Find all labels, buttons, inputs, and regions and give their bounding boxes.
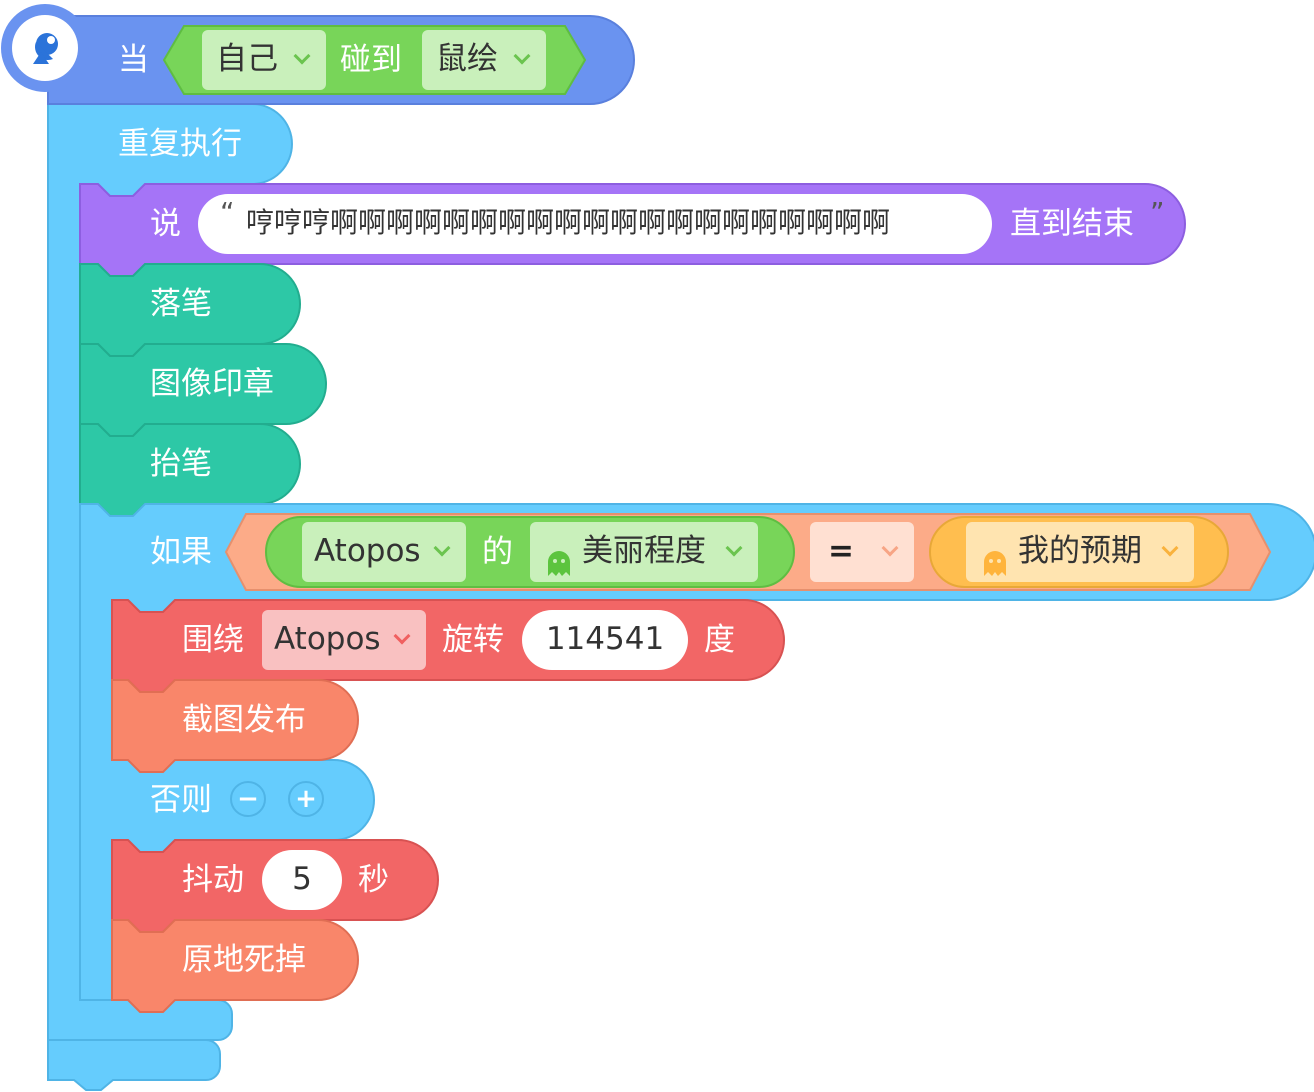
rotate-prefix-label: 围绕 [182,622,244,658]
variable-dropdown[interactable]: 我的预期 [966,522,1194,582]
shake-label: 抖动 [182,862,244,898]
shake-seconds-input[interactable]: 5 [262,850,342,910]
rotate-degrees-input[interactable]: 114541 [522,610,688,670]
minus-icon: − [237,784,259,814]
when-label: 当 [118,42,149,78]
chevron-down-icon [433,539,451,557]
of-label: 的 [482,534,513,570]
rotate-suffix-label: 度 [704,622,735,658]
repeat-block-bottom [47,1039,221,1091]
operator-dropdown[interactable]: = [810,522,914,582]
satellite-dish-icon [29,30,63,66]
quote-close: ” [1150,196,1165,229]
add-else-button[interactable]: + [288,781,324,817]
object-dropdown-value: Atopos [314,533,421,569]
rotate-label: 旋转 [442,622,504,658]
rotate-object-dropdown[interactable]: Atopos [262,610,426,670]
ghost-icon [546,538,572,576]
rotate-object-value: Atopos [274,621,381,657]
operator-dropdown-value: = [828,533,854,569]
variable-dropdown-value: 我的预期 [1018,533,1142,569]
screenshot-block-shape [111,679,359,773]
stamp-label: 图像印章 [150,366,274,402]
say-label: 说 [150,206,181,242]
object-dropdown[interactable]: Atopos [302,522,466,582]
screenshot-label: 截图发布 [182,702,306,738]
touch-label: 碰到 [340,42,402,78]
remove-else-button[interactable]: − [230,781,266,817]
say-message-text: 哼哼哼啊啊啊啊啊啊啊啊啊啊啊啊啊啊啊啊啊啊啊啊 [246,206,891,239]
else-label: 否则 [150,782,212,818]
die-label: 原地死掉 [182,942,306,978]
say-suffix-label: 直到结束 [1010,206,1134,242]
chevron-down-icon [293,47,311,65]
say-message-input[interactable]: “ 哼哼哼啊啊啊啊啊啊啊啊啊啊啊啊啊啊啊啊啊啊啊啊 ” [198,194,1165,254]
sprite-dropdown-value: 自己 [216,41,278,77]
chevron-down-icon [725,539,743,557]
if-label: 如果 [150,534,212,570]
die-block-shape [111,919,359,1013]
shake-suffix-label: 秒 [358,862,389,898]
target-dropdown-value: 鼠绘 [436,41,498,77]
target-dropdown[interactable]: 鼠绘 [422,30,546,90]
repeat-label: 重复执行 [118,126,242,162]
pen-up-label: 抬笔 [150,446,212,482]
ghost-icon [982,538,1008,576]
attribute-dropdown-value: 美丽程度 [582,533,706,569]
chevron-down-icon [513,47,531,65]
chevron-down-icon [393,627,411,645]
attribute-dropdown[interactable]: 美丽程度 [530,522,758,582]
quote-open: “ [220,196,235,229]
plus-icon: + [295,784,317,814]
chevron-down-icon [1161,539,1179,557]
chevron-down-icon [881,539,899,557]
pen-down-label: 落笔 [150,286,212,322]
sprite-dropdown[interactable]: 自己 [202,30,326,90]
stamp-block-shape [79,343,327,437]
